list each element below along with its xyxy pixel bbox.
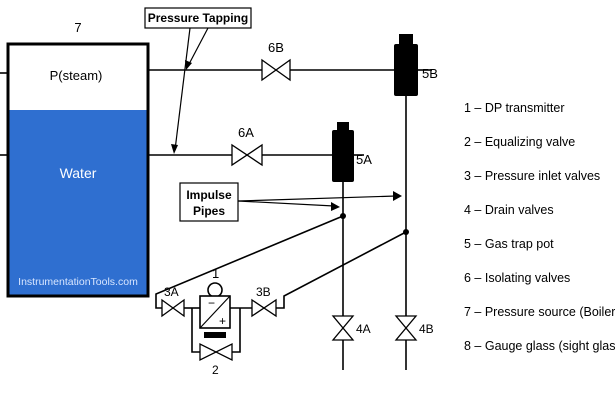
branch-to-3b (276, 231, 407, 309)
tank-number: 7 (74, 20, 81, 35)
legend-item: 5 – Gas trap pot (464, 237, 554, 251)
valve-6b-icon[interactable] (261, 58, 291, 82)
dp-transmitter-icon[interactable]: − + (199, 282, 231, 338)
branch-to-3a (155, 215, 344, 309)
pot-5a-label: 5A (356, 152, 372, 167)
steam-space (8, 44, 148, 110)
drain-valve-4a-icon[interactable] (331, 315, 355, 341)
legend-item: 4 – Drain valves (464, 203, 554, 217)
valve-2-icon[interactable] (199, 342, 233, 362)
valve-3a-label: 3A (164, 285, 179, 299)
drain-valve-4b-icon[interactable] (394, 315, 418, 341)
impulse-line1: Impulse (186, 188, 232, 202)
impulse-line2: Pipes (193, 204, 225, 218)
pressure-tapping-text: Pressure Tapping (148, 11, 248, 25)
legend-item: 2 – Equalizing valve (464, 135, 575, 149)
water-label: Water (60, 165, 97, 181)
drain-valve-4a-label: 4A (356, 322, 371, 336)
valve-3a-icon[interactable] (161, 298, 185, 318)
legend-item: 1 – DP transmitter (464, 101, 565, 115)
drain-valve-4b-label: 4B (419, 322, 434, 336)
water-space (8, 110, 148, 296)
gas-trap-pot-5a-icon[interactable] (332, 122, 354, 182)
pressure-tapping-callout: Pressure Tapping (144, 7, 252, 154)
steam-label: P(steam) (50, 68, 103, 83)
valve-6a-label: 6A (238, 125, 254, 140)
pot-5b-label: 5B (422, 66, 438, 81)
pipes (148, 69, 432, 370)
valve-6a-icon[interactable] (231, 143, 263, 167)
gas-trap-pot-5b-icon[interactable] (394, 34, 418, 96)
impulse-pipes-callout: Impulse Pipes (179, 182, 402, 222)
transmitter-plus: + (219, 314, 226, 328)
legend-item: 8 – Gauge glass (sight glass) (464, 339, 615, 353)
transmitter-label: 1 (212, 266, 219, 281)
transmitter-minus: − (208, 296, 215, 310)
legend-item: 6 – Isolating valves (464, 271, 570, 285)
valve-3b-icon[interactable] (251, 298, 277, 318)
valve-6b-label: 6B (268, 40, 284, 55)
legend-item: 7 – Pressure source (Boiler) (464, 305, 615, 319)
valve-3b-label: 3B (256, 285, 271, 299)
legend-item: 3 – Pressure inlet valves (464, 169, 600, 183)
legend: 1 – DP transmitter 2 – Equalizing valve … (464, 101, 615, 353)
tank: 7 P(steam) Water InstrumentationTools.co… (0, 20, 150, 298)
tank-wall (6, 42, 150, 298)
watermark: InstrumentationTools.com (18, 276, 138, 288)
valve-2-label: 2 (212, 363, 219, 377)
equalizer-left (191, 308, 200, 353)
equalizer-right (232, 308, 241, 353)
